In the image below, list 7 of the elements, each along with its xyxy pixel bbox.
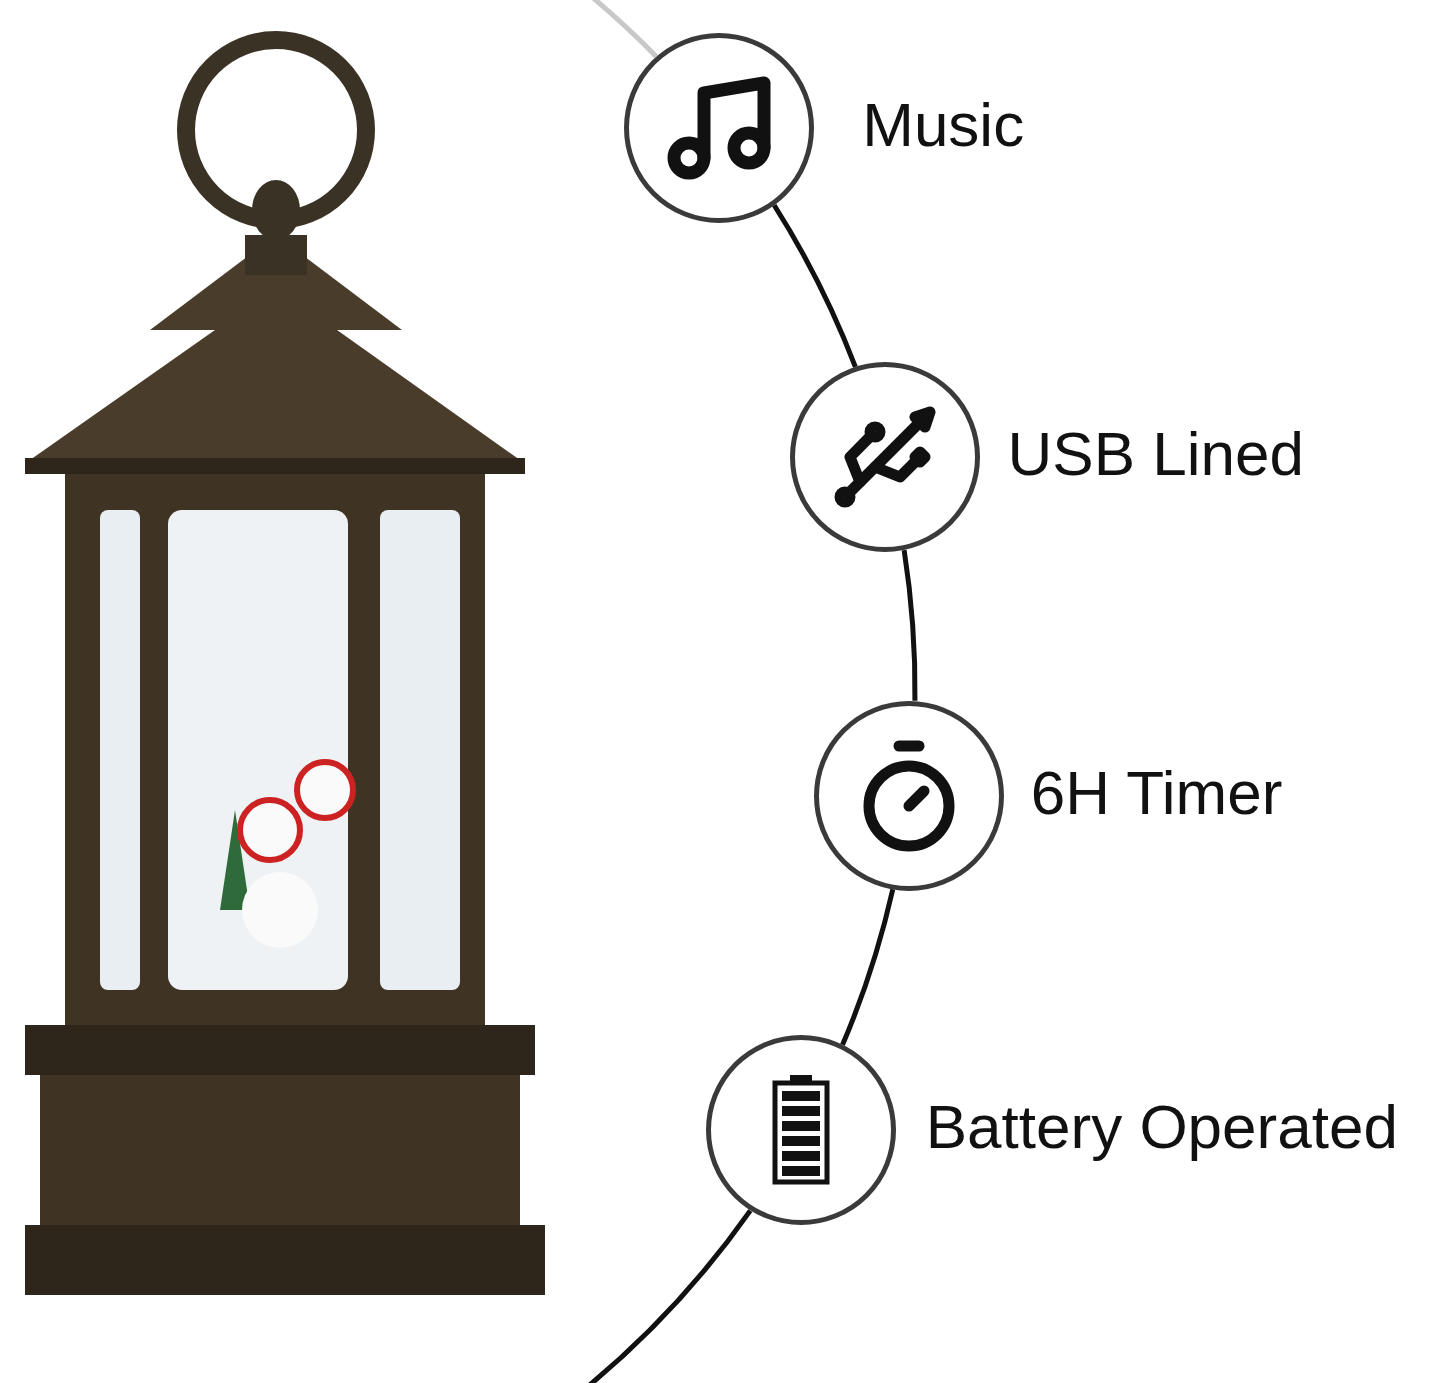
feature-label: 6H Timer <box>1030 761 1283 824</box>
feature-label: USB Lined <box>1007 423 1304 486</box>
connector-line <box>901 549 918 701</box>
connector-line <box>840 888 896 1046</box>
connector-line <box>772 204 858 368</box>
feature-label: Battery Operated <box>925 1096 1398 1159</box>
feature-label: Music <box>862 93 1025 156</box>
